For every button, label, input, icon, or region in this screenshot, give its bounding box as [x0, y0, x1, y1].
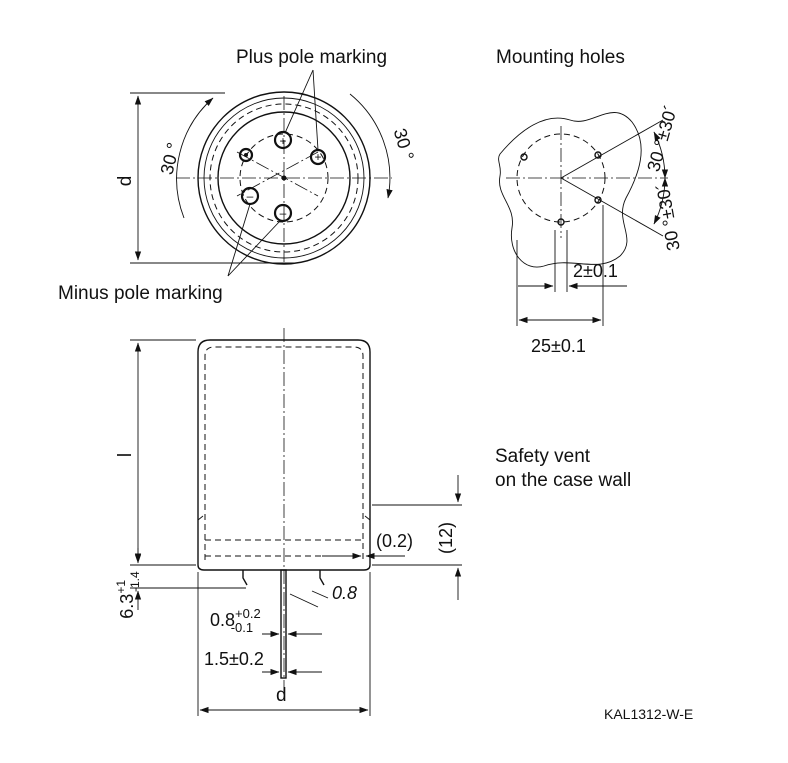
pin-width-base: 0.8 — [210, 610, 235, 630]
pin-spacing-label: 2±0.1 — [573, 261, 618, 281]
mount-hole — [594, 151, 602, 159]
vent-gap-label: (0.2) — [376, 531, 413, 551]
angle-ray-upper — [560, 119, 664, 179]
angle-arc-upper — [653, 131, 669, 179]
angle-tolerance-lower-label: 30 °±30´ — [652, 182, 684, 253]
top-view: + + – – Plus pole marking — [58, 47, 418, 304]
pin-width-minus: -0.1 — [231, 620, 253, 635]
safety-vent-label-line2: on the case wall — [495, 470, 631, 491]
plus-symbol: + — [279, 134, 286, 148]
board-cutout-outline — [498, 112, 642, 268]
pin-left — [242, 570, 248, 586]
mounting-holes-label: Mounting holes — [496, 47, 625, 68]
plus-leader-1 — [284, 69, 314, 134]
mount-hole — [520, 153, 528, 161]
pin-center — [280, 569, 287, 679]
center-point — [281, 175, 287, 181]
vent-height-label: (12) — [436, 522, 456, 554]
terminal-bottom-minus: – — [273, 203, 293, 223]
safety-vent-label-line1: Safety vent — [495, 446, 591, 467]
diameter-label-bottom: d — [276, 685, 287, 706]
pin-width2-label: 1.5±0.2 — [204, 649, 264, 669]
mounting-holes-view: Mounting holes 2±0.1 25±0.1 30 °±30´ 30 … — [496, 47, 684, 356]
bead-right — [364, 515, 371, 521]
bead-left — [197, 515, 204, 521]
angle-arc-right — [349, 93, 393, 199]
diameter-label-top: d — [115, 176, 136, 187]
plus-leader-2 — [312, 69, 319, 151]
mount-hole — [594, 196, 602, 204]
drawing-id: KAL1312-W-E — [604, 706, 693, 722]
minus-symbol: – — [280, 206, 287, 220]
angle-left-label: 30 ° — [157, 140, 184, 176]
plus-symbol: + — [314, 150, 321, 164]
plus-pole-label: Plus pole marking — [236, 47, 387, 68]
terminal-left — [238, 147, 254, 163]
pin-width-plus: +0.2 — [235, 606, 261, 621]
mount-hole — [557, 218, 565, 226]
pin-thickness-leader-1 — [289, 593, 319, 608]
angle-ray-lower — [560, 177, 664, 237]
angle-arc-left — [176, 97, 214, 219]
angle-arc-lower — [653, 177, 669, 225]
terminal-disc-circle — [217, 111, 351, 245]
minus-pole-label: Minus pole marking — [58, 283, 223, 304]
pin-length-minus: -1.4 — [128, 571, 142, 592]
pin-length-plus: +1 — [114, 580, 128, 594]
angle-right-label: 30 ° — [390, 126, 418, 162]
terminal-top-plus: + — [273, 130, 293, 150]
pin-thickness-label: 0.8 — [332, 583, 357, 603]
minus-leader-1 — [227, 203, 251, 277]
terminal-left-minus: – — [240, 186, 260, 206]
pin-right — [319, 570, 325, 586]
pin-width-label: 0.8+0.2-0.1 — [210, 606, 261, 635]
pin-thickness-leader-2 — [311, 590, 329, 599]
hole-spacing-label: 25±0.1 — [531, 336, 586, 356]
side-view: l 6.3+1-1.4 (0.2) (12) 0.8 0.8+0.2-0.1 1… — [114, 328, 462, 716]
minus-leader-2 — [227, 220, 281, 277]
angle-tolerance-upper-label: 30 °±30´ — [643, 103, 681, 174]
pin-circle-dashed — [239, 133, 329, 223]
pin-length-base: 6.3 — [117, 594, 137, 619]
pin-length-label: 6.3+1-1.4 — [114, 571, 142, 619]
length-label: l — [115, 453, 136, 457]
minus-symbol: – — [247, 189, 254, 203]
case-outline — [197, 339, 371, 571]
